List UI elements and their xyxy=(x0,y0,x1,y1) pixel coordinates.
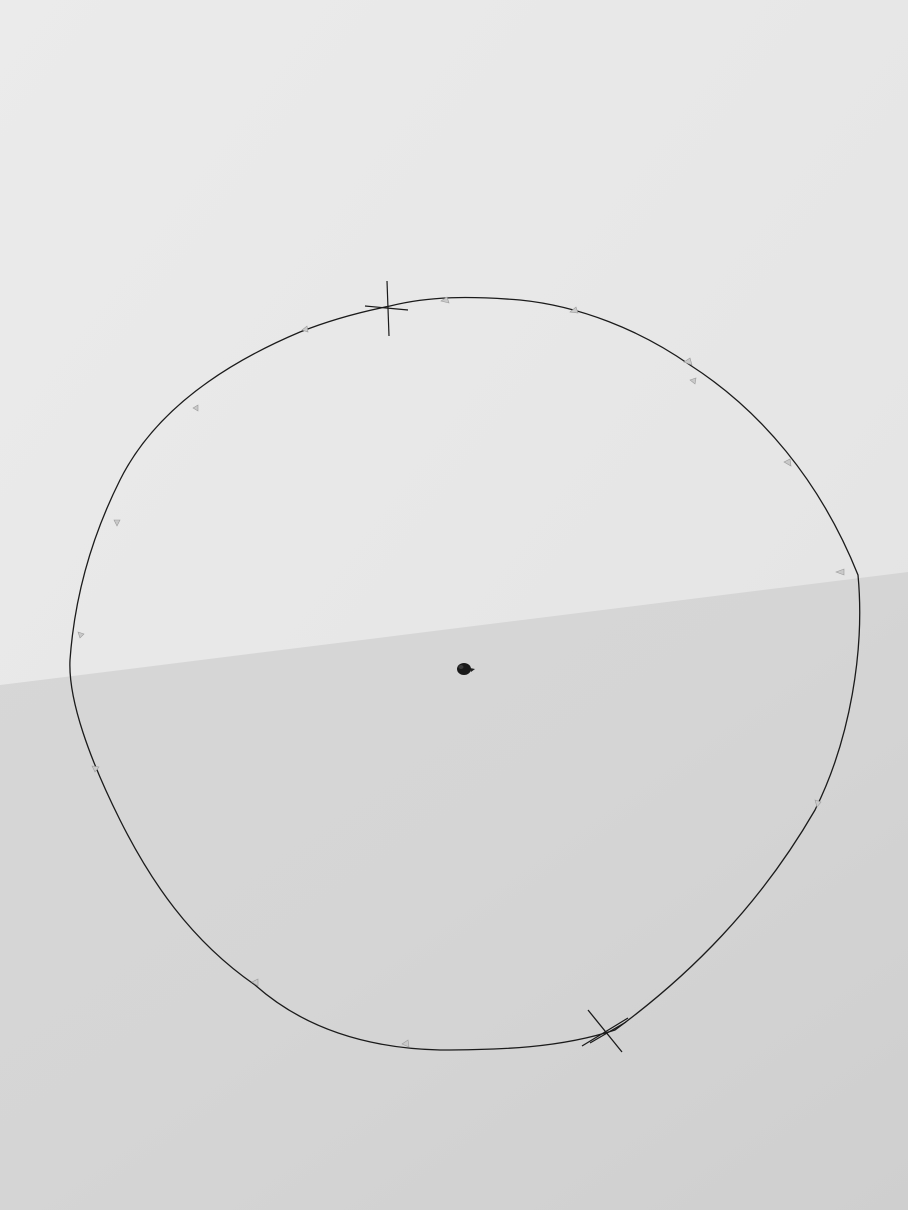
tick-notch xyxy=(192,404,199,412)
tick-notch xyxy=(569,306,579,314)
tick-notch xyxy=(251,978,259,987)
tick-notch xyxy=(783,458,792,467)
cross-mark-top xyxy=(364,280,409,337)
tick-notch xyxy=(689,377,697,385)
tick-notch xyxy=(77,631,85,639)
tick-notch xyxy=(401,1039,410,1048)
lower-paper-shadow xyxy=(0,572,908,1210)
tick-notch xyxy=(301,325,309,333)
tick-notch xyxy=(683,357,693,366)
drawn-circle xyxy=(69,296,861,1051)
tick-notches xyxy=(77,296,845,1048)
tick-notch xyxy=(814,799,822,808)
tick-notch xyxy=(440,296,450,304)
center-hole xyxy=(457,663,475,675)
cross-mark-bottom xyxy=(581,1009,629,1053)
tick-notch xyxy=(835,568,845,576)
tick-notch xyxy=(91,765,100,773)
tick-notch xyxy=(113,519,121,527)
